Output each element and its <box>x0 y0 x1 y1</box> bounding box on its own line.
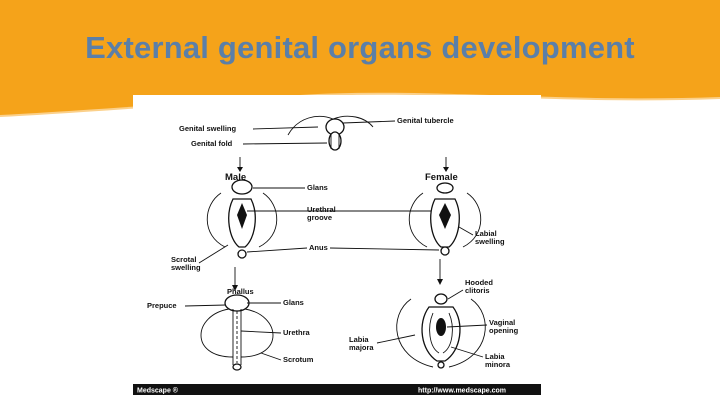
label-glans: Glans <box>307 183 328 192</box>
label-female: Female <box>425 172 458 183</box>
label-labia-majora-2: majora <box>349 343 374 352</box>
label-urethral: Urethral <box>307 205 336 214</box>
label-clitoris: clitoris <box>465 286 490 295</box>
label-labia-minora-1: Labia <box>485 352 505 361</box>
label-glans-lower: Glans <box>283 298 304 307</box>
label-opening: opening <box>489 326 519 335</box>
label-anus: Anus <box>309 243 328 252</box>
label-phallus: Phallus <box>227 287 254 296</box>
label-labia-minora-2: minora <box>485 360 511 369</box>
footer-source: Medscape ® <box>137 387 179 395</box>
footer-url: http://www.medscape.com <box>418 388 506 395</box>
figure-footer-bar <box>133 384 541 395</box>
label-scrotal-swelling: swelling <box>171 263 201 272</box>
label-labia-majora-1: Labia <box>349 335 369 344</box>
label-scrotum: Scrotum <box>283 355 314 364</box>
female-middle-stage-drawing <box>408 182 482 256</box>
label-scrotal: Scrotal <box>171 255 196 264</box>
slide-title: External genital organs development <box>85 30 635 65</box>
label-groove: groove <box>307 213 332 222</box>
label-swelling: swelling <box>475 237 505 246</box>
label-urethra: Urethra <box>283 328 311 337</box>
label-prepuce: Prepuce <box>147 301 177 310</box>
label-vaginal: Vaginal <box>489 318 515 327</box>
genital-development-diagram: Genital swelling Genital fold Genital tu… <box>133 95 541 397</box>
male-middle-stage-drawing <box>206 179 278 259</box>
label-genital-tubercle: Genital tubercle <box>397 116 454 125</box>
label-labial: Labial <box>475 229 497 238</box>
label-genital-swelling: Genital swelling <box>179 124 237 133</box>
label-genital-fold: Genital fold <box>191 139 233 148</box>
indifferent-stage-drawing <box>287 115 374 151</box>
label-male: Male <box>225 172 246 183</box>
female-final-stage-drawing <box>396 293 486 369</box>
male-final-stage-drawing <box>200 294 274 371</box>
label-hooded: Hooded <box>465 278 493 287</box>
